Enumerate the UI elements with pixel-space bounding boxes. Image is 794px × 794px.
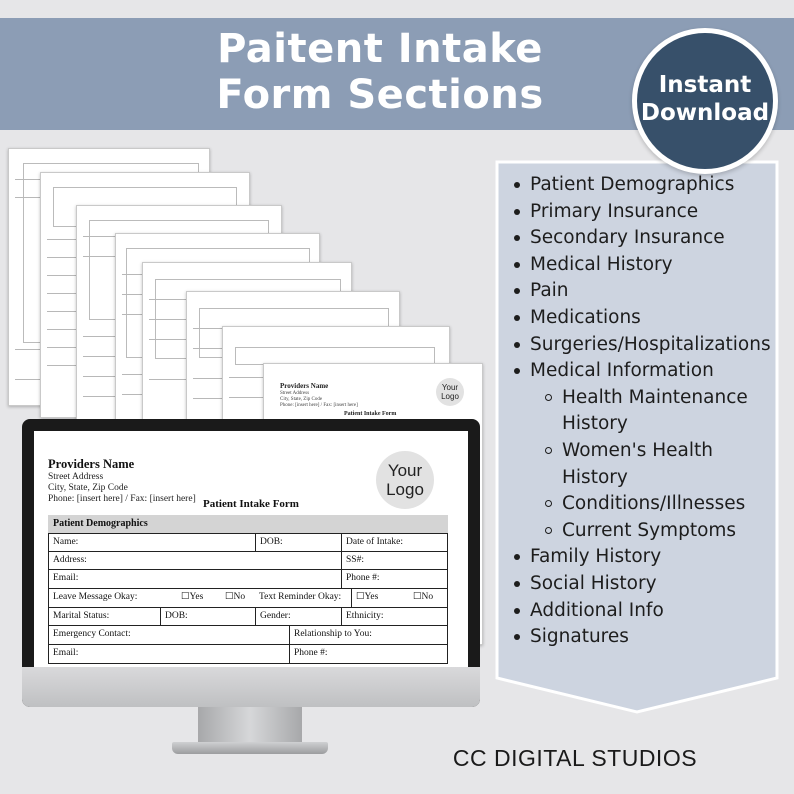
provider-phone-fax: Phone: [insert here] / Fax: [insert here… [48, 494, 196, 504]
dob2-label: DOB: [160, 607, 188, 626]
section-header: Patient Demographics [48, 515, 448, 533]
sub-list-item: Conditions/Illnesses [512, 491, 777, 518]
list-item: Primary Insurance [512, 199, 782, 226]
leave-message-yes-checkbox[interactable]: ☐Yes [181, 592, 204, 603]
table-row: Email: Phone #: [48, 645, 448, 664]
sub-list-item: Health Maintenance History [512, 385, 777, 438]
logo-line-2: Logo [386, 480, 424, 499]
provider-street: Street Address [48, 472, 104, 482]
list-item: Medications [512, 305, 782, 332]
intake-date-label: Date of Intake: [341, 534, 403, 551]
sub-list-item: Current Symptoms [512, 518, 777, 545]
logo-line-1: Your [387, 461, 423, 480]
demographics-table: Name: DOB: Date of Intake: Address: SS#:… [48, 533, 448, 664]
page-title: Paitent Intake Form Sections [150, 26, 610, 118]
instant-download-badge: Instant Download [632, 28, 778, 174]
back-page-street: Street Address [280, 391, 310, 396]
dob-label: DOB: [255, 534, 283, 551]
table-row: Leave Message Okay: ☐Yes ☐No Text Remind… [48, 589, 448, 608]
emergency-contact-label: Emergency Contact: [53, 629, 131, 640]
back-page-city: City, State, Zip Code [280, 397, 323, 402]
ethnicity-label: Ethnicity: [341, 607, 383, 626]
list-item: Secondary Insurance [512, 225, 782, 252]
list-item: Additional Info [512, 598, 782, 625]
provider-address: Street Address City, State, Zip Code Pho… [48, 472, 196, 505]
text-reminder-label: Text Reminder Okay: [259, 592, 342, 603]
email2-label: Email: [53, 648, 79, 659]
monitor-chin [22, 667, 480, 707]
monitor-base [172, 742, 328, 754]
leave-message-no-checkbox[interactable]: ☐No [225, 592, 246, 603]
back-page-logo-line-1: Your [441, 383, 459, 392]
phone2-label: Phone #: [289, 645, 328, 663]
ssn-label: SS#: [341, 551, 364, 570]
badge-line-1: Instant [658, 72, 752, 98]
logo-placeholder: Your Logo [376, 451, 434, 509]
table-row: Address: SS#: [48, 551, 448, 571]
form-title: Patient Intake Form [203, 498, 299, 510]
brand-footer: CC DIGITAL STUDIOS [452, 745, 698, 771]
monitor-stand [198, 707, 302, 745]
name-label: Name: [53, 537, 79, 547]
list-item: Signatures [512, 624, 782, 651]
table-row: Emergency Contact: Relationship to You: [48, 626, 448, 646]
back-page-form-title: Patient Intake Form [344, 411, 397, 417]
back-page-logo-line-2: Logo [441, 392, 459, 401]
email-label: Email: [53, 573, 79, 584]
gender-label: Gender: [255, 607, 291, 626]
text-reminder-no-checkbox[interactable]: ☐No [413, 592, 434, 603]
marital-status-label: Marital Status: [53, 610, 110, 621]
relationship-label: Relationship to You: [289, 626, 372, 645]
monitor-screen: Providers Name Street Address City, Stat… [34, 431, 468, 667]
table-row: Email: Phone #: [48, 570, 448, 590]
back-page-provider-name: Providers Name [280, 382, 329, 390]
phone-label: Phone #: [341, 570, 380, 589]
title-line-2: Form Sections [216, 72, 544, 118]
leave-message-label: Leave Message Okay: [53, 592, 138, 603]
list-item: Medical History [512, 252, 782, 279]
list-item: Family History [512, 544, 782, 571]
title-line-1: Paitent Intake [217, 26, 543, 72]
badge-line-2: Download [640, 100, 770, 126]
provider-name: Providers Name [48, 457, 135, 471]
table-row: Name: DOB: Date of Intake: [48, 533, 448, 552]
table-row: Marital Status: DOB: Gender: Ethnicity: [48, 607, 448, 627]
list-item: Patient Demographics [512, 172, 782, 199]
list-item: Pain [512, 278, 782, 305]
text-reminder-yes-checkbox[interactable]: ☐Yes [351, 589, 378, 607]
list-item: Surgeries/Hospitalizations [512, 332, 782, 359]
list-item: Social History [512, 571, 782, 598]
sub-list-item: Women's Health History [512, 438, 777, 491]
back-page-phone: Phone: [insert here] / Fax: [insert here… [280, 403, 358, 408]
list-item: Medical Information [512, 358, 782, 385]
address-label: Address: [53, 554, 87, 565]
provider-city: City, State, Zip Code [48, 483, 128, 493]
back-page-logo: Your Logo [436, 378, 464, 406]
